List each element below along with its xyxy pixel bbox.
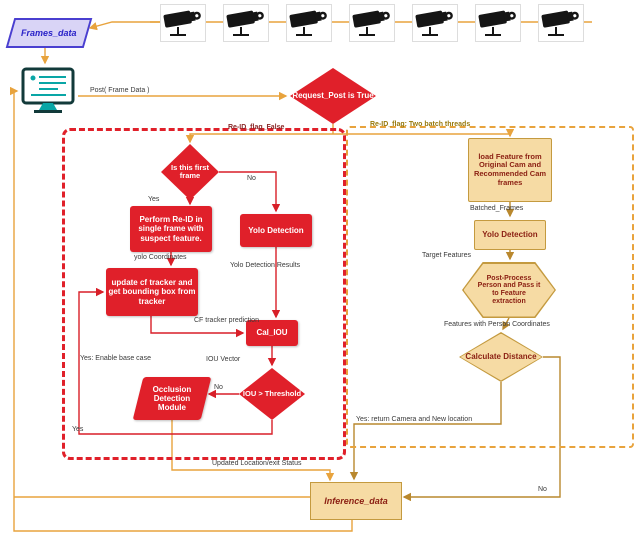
- edge-label-updated-location: Updated Location/exit Status: [212, 460, 302, 467]
- edge-label-no-first-frame: No: [247, 175, 256, 182]
- iou-threshold-label: IOU > Threshold: [242, 388, 302, 398]
- request-post-label: Request_Post is True: [292, 90, 374, 100]
- edge-label-post-frame-data: Post( Frame Data ): [90, 87, 150, 94]
- edge-label-iou-vector: IOU Vector: [206, 356, 241, 363]
- node-post-process: Post-Process Person and Pass it to Featu…: [462, 262, 556, 318]
- cctv-camera-icon: [349, 4, 395, 42]
- edge-label-no-distance: No: [538, 486, 547, 493]
- cctv-camera-icon: [160, 4, 206, 42]
- post-process-label: Post-Process Person and Pass it to Featu…: [463, 263, 555, 317]
- cctv-camera-icon: [538, 4, 584, 42]
- two-batch-group-border: [346, 126, 634, 448]
- node-perform-reid: Perform Re-ID in single frame with suspe…: [130, 206, 212, 252]
- node-frames-data: Frames_data: [5, 18, 93, 48]
- edge-label-target-features: Target Features: [422, 252, 472, 259]
- node-yolo-detection-left: Yolo Detection: [240, 214, 312, 247]
- frames-data-label: Frames_data: [21, 28, 77, 38]
- edge-label-features-coords: Features with Person Coordinates: [444, 321, 550, 328]
- edge-label-yolo-results: Yolo Detection Results: [230, 262, 301, 269]
- node-cal-iou: Cal_IOU: [246, 320, 298, 346]
- edge-label-reid-flag-false: Re-ID_flag_False: [228, 124, 285, 131]
- edge-label-yes-bottom: Yes: [72, 426, 84, 433]
- cctv-camera-icon: [412, 4, 458, 42]
- node-occlusion-module: Occlusion Detection Module: [132, 377, 212, 420]
- is-first-frame-label: Is this first frame: [171, 162, 209, 180]
- edge-label-no-iou: No: [214, 384, 223, 391]
- occlusion-module-label: Occlusion Detection Module: [152, 384, 192, 413]
- node-yolo-detection-right: Yolo Detection: [474, 220, 546, 250]
- edge-label-yes-first-frame: Yes: [148, 196, 160, 203]
- edge-label-reid-flag-true: Re-ID_flag: Two batch threads: [370, 121, 471, 128]
- cctv-camera-icon: [475, 4, 521, 42]
- cctv-camera-icon: [223, 4, 269, 42]
- edge-label-yolo-coordinates: yolo Coordinates: [134, 254, 187, 261]
- edge-label-batched-frames: Batched_Frames: [470, 205, 524, 212]
- node-inference-data: Inference_data: [310, 482, 402, 520]
- node-update-cf-tracker: update cf tracker and get bounding box f…: [106, 268, 198, 316]
- computer-monitor-icon: [20, 66, 76, 116]
- inference-data-label: Inference_data: [324, 496, 388, 506]
- edge-label-yes-base-case: Yes: Enable base case: [80, 355, 151, 362]
- node-load-feature: load Feature from Original Cam and Recom…: [468, 138, 552, 202]
- edge-label-yes-return: Yes: return Camera and New location: [356, 416, 473, 423]
- single-cam-group-border: [62, 128, 346, 460]
- cctv-camera-icon: [286, 4, 332, 42]
- edge-label-cf-prediction: CF tracker prediction: [194, 317, 259, 324]
